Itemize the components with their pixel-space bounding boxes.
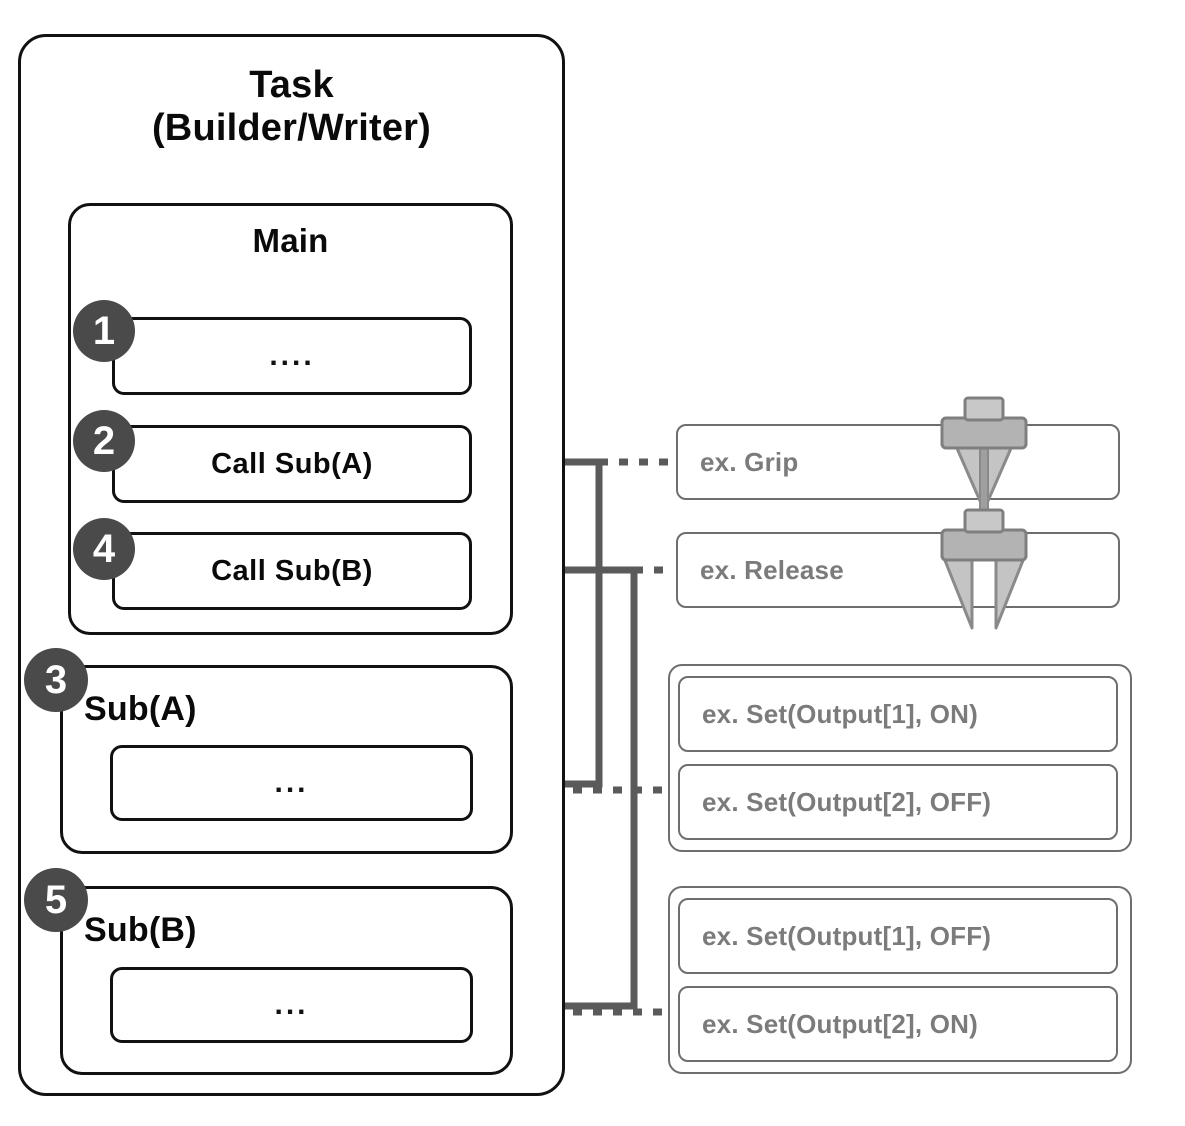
- gripper-open-icon: [940, 508, 1028, 630]
- example-set-output-2-on-label: ex. Set(Output[2], ON): [702, 1008, 978, 1039]
- step-badge-2: 2: [73, 410, 135, 472]
- main-step-4-box[interactable]: Call Sub(B): [112, 532, 472, 610]
- sub-b-body-label: ...: [274, 988, 309, 1021]
- example-set-output-2-off-label: ex. Set(Output[2], OFF): [702, 786, 992, 817]
- sub-b-title: Sub(B): [84, 911, 197, 949]
- main-step-1-label: ....: [269, 339, 315, 372]
- main-step-2-box[interactable]: Call Sub(A): [112, 425, 472, 503]
- sub-a-title: Sub(A): [84, 690, 197, 728]
- task-title: Task (Builder/Writer): [18, 64, 565, 151]
- sub-a-body-label: ...: [274, 766, 309, 799]
- main-step-1-box[interactable]: ....: [112, 317, 472, 395]
- example-grip-box[interactable]: ex. Grip: [676, 424, 1120, 500]
- sub-b-body-box[interactable]: ...: [110, 967, 473, 1043]
- example-release-label: ex. Release: [700, 554, 844, 585]
- main-title: Main: [252, 222, 329, 259]
- example-set-output-1-on-box[interactable]: ex. Set(Output[1], ON): [678, 676, 1118, 752]
- main-step-4-label: Call Sub(B): [211, 554, 373, 587]
- example-set-output-1-off-box[interactable]: ex. Set(Output[1], OFF): [678, 898, 1118, 974]
- example-set-output-2-on-box[interactable]: ex. Set(Output[2], ON): [678, 986, 1118, 1062]
- main-step-2-label: Call Sub(A): [211, 447, 373, 480]
- gripper-closed-icon: [940, 396, 1028, 512]
- example-set-output-2-off-box[interactable]: ex. Set(Output[2], OFF): [678, 764, 1118, 840]
- step-badge-1: 1: [73, 300, 135, 362]
- step-badge-3: 3: [24, 648, 88, 712]
- task-title-line2: (Builder/Writer): [151, 107, 432, 150]
- task-title-line1: Task: [249, 64, 334, 106]
- example-set-output-1-off-label: ex. Set(Output[1], OFF): [702, 920, 992, 951]
- sub-a-body-box[interactable]: ...: [110, 745, 473, 821]
- step-badge-5: 5: [24, 868, 88, 932]
- example-release-box[interactable]: ex. Release: [676, 532, 1120, 608]
- example-set-output-1-on-label: ex. Set(Output[1], ON): [702, 698, 978, 729]
- step-badge-4: 4: [73, 518, 135, 580]
- example-grip-label: ex. Grip: [700, 446, 799, 477]
